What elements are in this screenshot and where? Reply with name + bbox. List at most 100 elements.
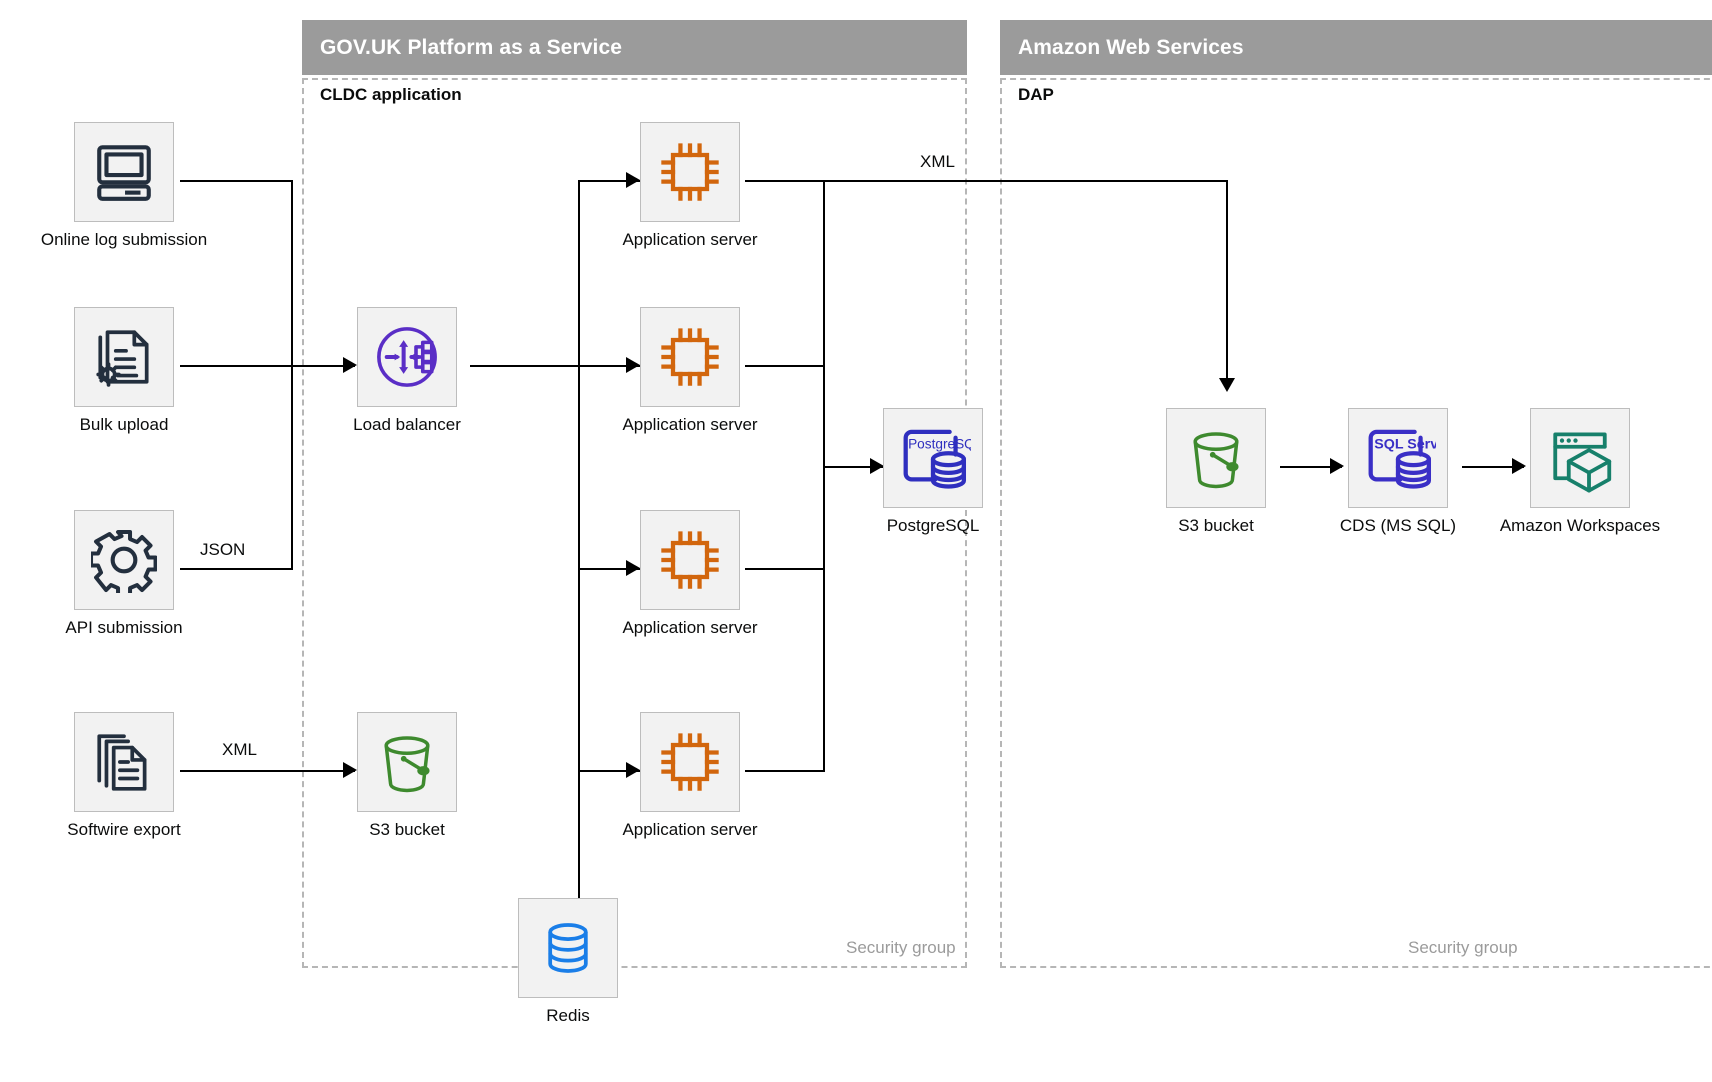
arrow-into-app-server-1 (626, 172, 640, 188)
group-header-paas-title: GOV.UK Platform as a Service (320, 35, 622, 59)
edge-redis-to-bus (578, 770, 580, 900)
edge-api-to-bus-h (180, 568, 293, 570)
arrow-into-cds (1330, 458, 1344, 474)
load-balancer-label: Load balancer (353, 415, 461, 434)
node-postgresql[interactable]: PostgreSQL PostgreSQL (883, 408, 983, 535)
node-amazon-workspaces[interactable]: Amazon Workspaces (1500, 408, 1660, 535)
aws-s3-bucket-label: S3 bucket (1178, 516, 1254, 535)
node-app-server-4[interactable]: Application server (622, 712, 758, 839)
postgresql-tile: PostgreSQL (883, 408, 983, 508)
edge-bus-to-app4 (578, 770, 640, 772)
app-server-1-label: Application server (622, 230, 758, 249)
edge-softwire-to-s3 (180, 770, 355, 772)
arrow-into-aws-s3 (1219, 378, 1235, 392)
security-group-label-paas: Security group (846, 938, 956, 957)
redis-tile (518, 898, 618, 998)
group-header-aws-title: Amazon Web Services (1018, 35, 1244, 59)
edge-label-xml-out: XML (920, 152, 955, 171)
s3-bucket-icon (372, 727, 442, 797)
arrow-into-amazon-workspaces (1512, 458, 1526, 474)
arrow-into-app-server-4 (626, 762, 640, 778)
amazon-workspaces-icon (1544, 422, 1616, 494)
arrow-into-app-server-3 (626, 560, 640, 576)
edge-online-to-bus-h (180, 180, 293, 182)
postgresql-icon: PostgreSQL (895, 420, 971, 496)
app-server-4-label: Application server (622, 820, 758, 839)
bulk-upload-label: Bulk upload (79, 415, 169, 434)
cpu-chip-icon (656, 138, 724, 206)
softwire-export-tile (74, 712, 174, 812)
edge-app2-to-collector (745, 365, 825, 367)
edge-xml-to-aws-h (823, 180, 1228, 182)
app-server-2-tile (640, 307, 740, 407)
node-app-server-3[interactable]: Application server (622, 510, 758, 637)
edge-aws-s3-to-cds (1280, 466, 1342, 468)
paas-s3-bucket-tile (357, 712, 457, 812)
api-submission-label: API submission (65, 618, 183, 637)
api-submission-tile (74, 510, 174, 610)
postgresql-label: PostgreSQL (886, 516, 980, 535)
app-server-3-tile (640, 510, 740, 610)
arrow-into-app-server-2 (626, 357, 640, 373)
arrow-into-postgresql (870, 458, 884, 474)
arrow-into-paas-s3 (343, 762, 357, 778)
inner-title-cldc: CLDC application (320, 85, 462, 104)
sql-server-icon: SQL Server (1360, 420, 1436, 496)
app-server-1-tile (640, 122, 740, 222)
document-gear-icon (91, 324, 157, 390)
cpu-chip-icon (656, 526, 724, 594)
node-online-log-submission[interactable]: Online log submission (41, 122, 207, 249)
aws-s3-bucket-tile (1166, 408, 1266, 508)
node-load-balancer[interactable]: Load balancer (353, 307, 461, 434)
edge-bulk-to-lb (180, 365, 355, 367)
edge-bus-to-app1 (578, 180, 640, 182)
svg-text:PostgreSQL: PostgreSQL (908, 437, 971, 452)
edge-cds-to-workspaces (1462, 466, 1524, 468)
node-softwire-export[interactable]: Softwire export (67, 712, 181, 839)
cpu-chip-icon (656, 728, 724, 796)
cds-ms-sql-label: CDS (MS SQL) (1339, 516, 1457, 535)
svg-text:SQL Server: SQL Server (1374, 437, 1436, 453)
node-cds-ms-sql[interactable]: SQL Server CDS (MS SQL) (1340, 408, 1456, 535)
group-header-paas: GOV.UK Platform as a Service (302, 20, 967, 75)
group-header-aws: Amazon Web Services (1000, 20, 1712, 75)
node-aws-s3-bucket[interactable]: S3 bucket (1166, 408, 1266, 535)
desktop-computer-icon (91, 139, 157, 205)
bulk-upload-tile (74, 307, 174, 407)
node-bulk-upload[interactable]: Bulk upload (74, 307, 174, 434)
cds-ms-sql-tile: SQL Server (1348, 408, 1448, 508)
edge-app3-to-collector (745, 568, 825, 570)
paas-s3-bucket-label: S3 bucket (369, 820, 445, 839)
softwire-export-label: Softwire export (67, 820, 181, 839)
edge-collector-to-postgres (823, 466, 883, 468)
edge-lb-out (470, 365, 580, 367)
amazon-workspaces-label: Amazon Workspaces (1499, 516, 1661, 535)
security-group-paas (302, 78, 967, 968)
cpu-chip-icon (656, 323, 724, 391)
edge-bus-to-app3 (578, 568, 640, 570)
online-log-submission-tile (74, 122, 174, 222)
node-app-server-1[interactable]: Application server (622, 122, 758, 249)
node-api-submission[interactable]: API submission (65, 510, 183, 637)
edge-app1-to-collector (745, 180, 825, 182)
edge-label-xml-in: XML (222, 740, 257, 759)
load-balancer-tile (357, 307, 457, 407)
documents-stack-icon (91, 729, 157, 795)
node-paas-s3-bucket[interactable]: S3 bucket (357, 712, 457, 839)
security-group-label-aws: Security group (1408, 938, 1518, 957)
edge-appserver-fanout-bus (578, 180, 580, 770)
edge-api-bus-vertical (291, 365, 293, 570)
app-server-3-label: Application server (622, 618, 758, 637)
edge-collector-bus (823, 180, 825, 770)
inner-title-dap: DAP (1018, 85, 1054, 104)
amazon-workspaces-tile (1530, 408, 1630, 508)
node-app-server-2[interactable]: Application server (622, 307, 758, 434)
edge-bus-vertical (291, 180, 293, 365)
edge-label-json: JSON (200, 540, 246, 559)
gear-icon (91, 527, 157, 593)
arrow-into-load-balancer (343, 357, 357, 373)
node-redis[interactable]: Redis (518, 898, 618, 1025)
redis-database-icon (538, 918, 598, 978)
security-group-aws (1000, 78, 1712, 968)
